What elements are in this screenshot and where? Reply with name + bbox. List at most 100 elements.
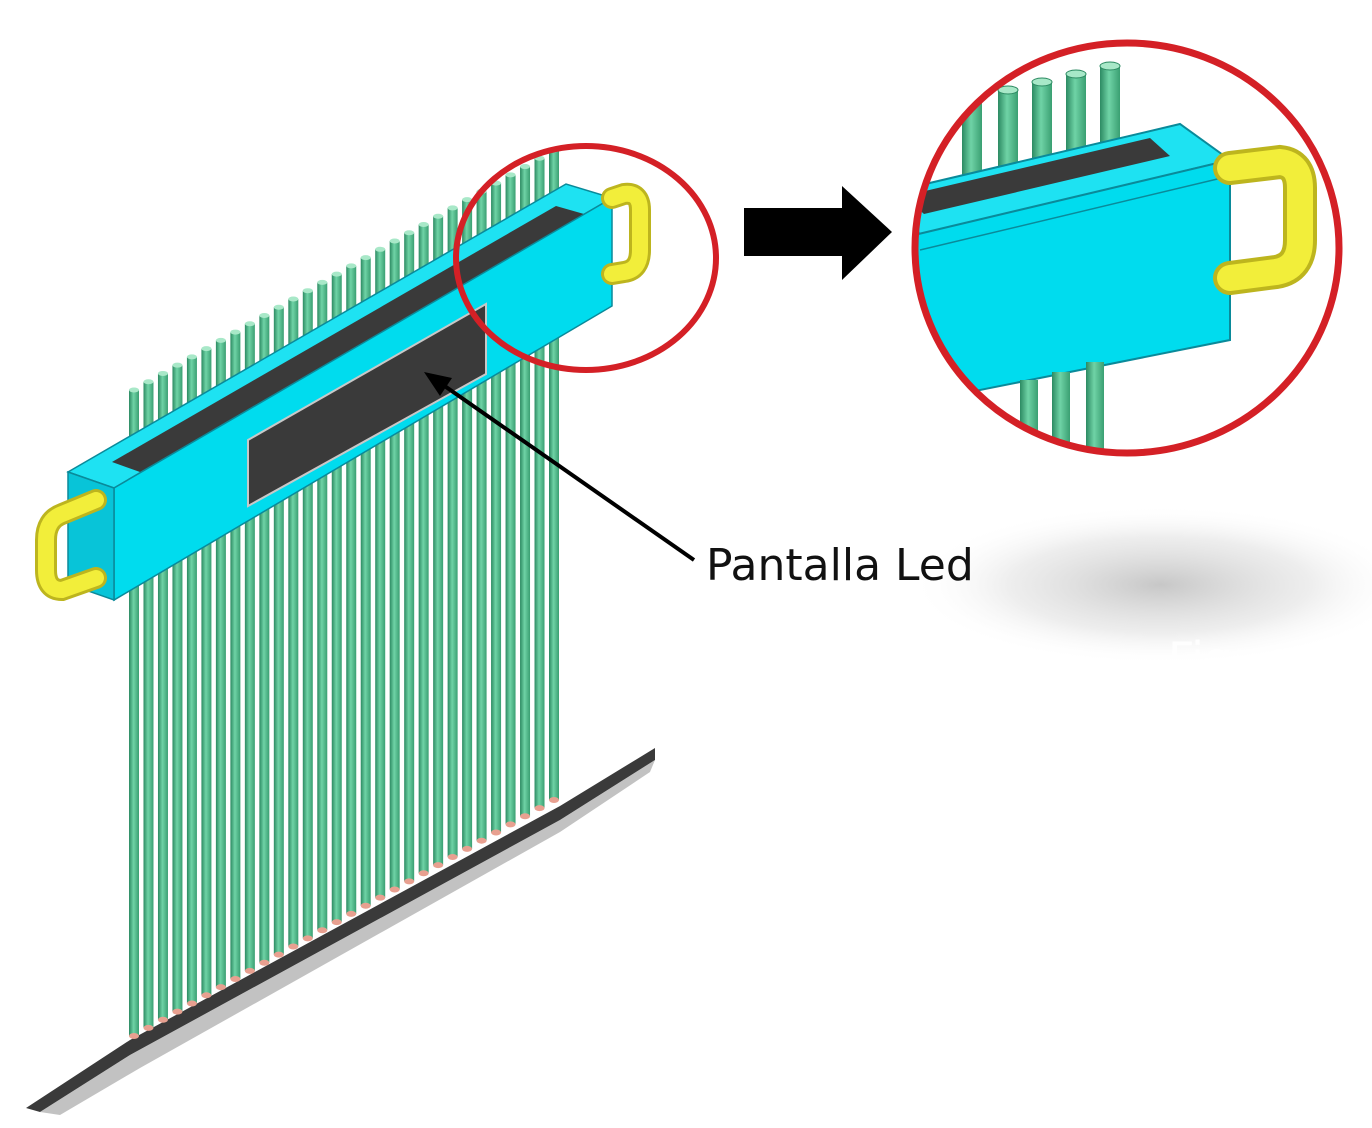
- rod-tip: [404, 878, 415, 885]
- zoom-rod-cap: [1031, 77, 1053, 87]
- rod-stub: [129, 390, 139, 460]
- rod-stub: [549, 150, 559, 220]
- rod-stub: [447, 207, 458, 278]
- rod: [346, 325, 357, 914]
- rod-stub: [346, 265, 357, 336]
- rod-stub-cap: [447, 205, 458, 211]
- rod-stub-cap: [157, 370, 168, 376]
- rod-tip: [143, 1024, 154, 1031]
- rod: [259, 375, 270, 963]
- rod-tip: [433, 862, 444, 869]
- rod: [375, 309, 386, 898]
- rod-stub-cap: [418, 221, 429, 227]
- rod-stub: [302, 290, 313, 361]
- rod-stub-cap: [172, 362, 183, 368]
- rod-stub-cap: [389, 238, 400, 244]
- rod-tip: [288, 943, 299, 950]
- rod-stub: [259, 315, 270, 386]
- rod: [273, 367, 284, 955]
- right-handle: [601, 182, 651, 285]
- rod: [404, 292, 415, 882]
- box-top-slot: [112, 206, 584, 472]
- rod-tip: [259, 959, 270, 966]
- led-panel: [247, 302, 487, 508]
- rod-stub-cap: [230, 329, 241, 335]
- rod-tip: [462, 845, 473, 852]
- rod-tip: [302, 935, 313, 942]
- zoom-detail: [915, 43, 1339, 453]
- rod-tip: [346, 910, 357, 917]
- rod: [476, 251, 487, 841]
- rod: [288, 358, 299, 947]
- rod-tip: [534, 805, 545, 812]
- rod-stub: [157, 373, 168, 444]
- rod-stub: [288, 298, 299, 369]
- rod-stub: [476, 191, 487, 262]
- rod-stub: [143, 381, 154, 452]
- rod: [360, 317, 371, 906]
- rod-stub: [360, 257, 371, 328]
- rod: [534, 218, 545, 809]
- rod: [549, 210, 559, 800]
- rod: [462, 259, 473, 849]
- zoom-circle-frame: [911, 39, 1343, 457]
- rod-stub: [462, 199, 473, 270]
- rod-tops: [129, 147, 559, 460]
- rod-stub-cap: [259, 313, 270, 319]
- rod-tip: [201, 992, 212, 999]
- rod-stub: [172, 365, 183, 436]
- rod-tip: [129, 1033, 139, 1039]
- left-handle: [35, 489, 107, 602]
- rod: [447, 267, 458, 857]
- rod-stub-cap: [331, 271, 342, 277]
- rod-stub-cap: [317, 279, 328, 285]
- rod: [129, 450, 139, 1036]
- rod-stub: [491, 183, 502, 254]
- rod: [491, 243, 502, 833]
- highlight-circle: [453, 143, 719, 373]
- base-plate-shadow: [40, 760, 655, 1115]
- rod-tip: [273, 951, 284, 958]
- rod: [201, 408, 212, 996]
- rod: [433, 276, 444, 866]
- rod-stub-cap: [186, 354, 197, 360]
- rod: [317, 342, 328, 931]
- rod-tip: [172, 1008, 183, 1015]
- rod-tip: [520, 813, 531, 820]
- rod-stub: [418, 224, 429, 295]
- rod: [186, 416, 197, 1004]
- rod-tip: [505, 821, 516, 828]
- rod-stub-cap: [244, 321, 255, 327]
- rod-stub: [534, 158, 545, 229]
- rod-tip: [476, 837, 487, 844]
- rod: [143, 441, 154, 1028]
- rod-stub: [201, 348, 212, 419]
- rod: [157, 433, 168, 1020]
- rod-stub-cap: [129, 387, 139, 393]
- rod: [215, 400, 226, 988]
- rod-stub-cap: [462, 197, 473, 203]
- rod-stub-cap: [288, 296, 299, 302]
- rod: [244, 383, 255, 971]
- zoom-rod-cap: [997, 85, 1019, 95]
- rod-tip: [491, 829, 502, 836]
- rod-stub-cap: [346, 263, 357, 269]
- rod-stub: [375, 249, 386, 320]
- rod: [302, 350, 313, 939]
- rod-tip: [447, 853, 458, 860]
- rod-tip: [186, 1000, 197, 1007]
- rod-tip: [157, 1016, 168, 1023]
- rod-tip: [375, 894, 386, 901]
- rod: [230, 392, 241, 980]
- rod-stub-cap: [215, 337, 226, 343]
- rod-stub-cap: [302, 288, 313, 294]
- rod-stub: [317, 282, 328, 353]
- rod-tip: [230, 976, 241, 983]
- rod-tip: [389, 886, 400, 893]
- rod-stub: [244, 323, 255, 394]
- rod-stub-cap: [505, 172, 516, 178]
- rod-array: [129, 210, 559, 1039]
- rod-tip: [215, 984, 226, 991]
- rod-stub-cap: [404, 230, 415, 236]
- zoom-rod-cap: [1099, 61, 1121, 71]
